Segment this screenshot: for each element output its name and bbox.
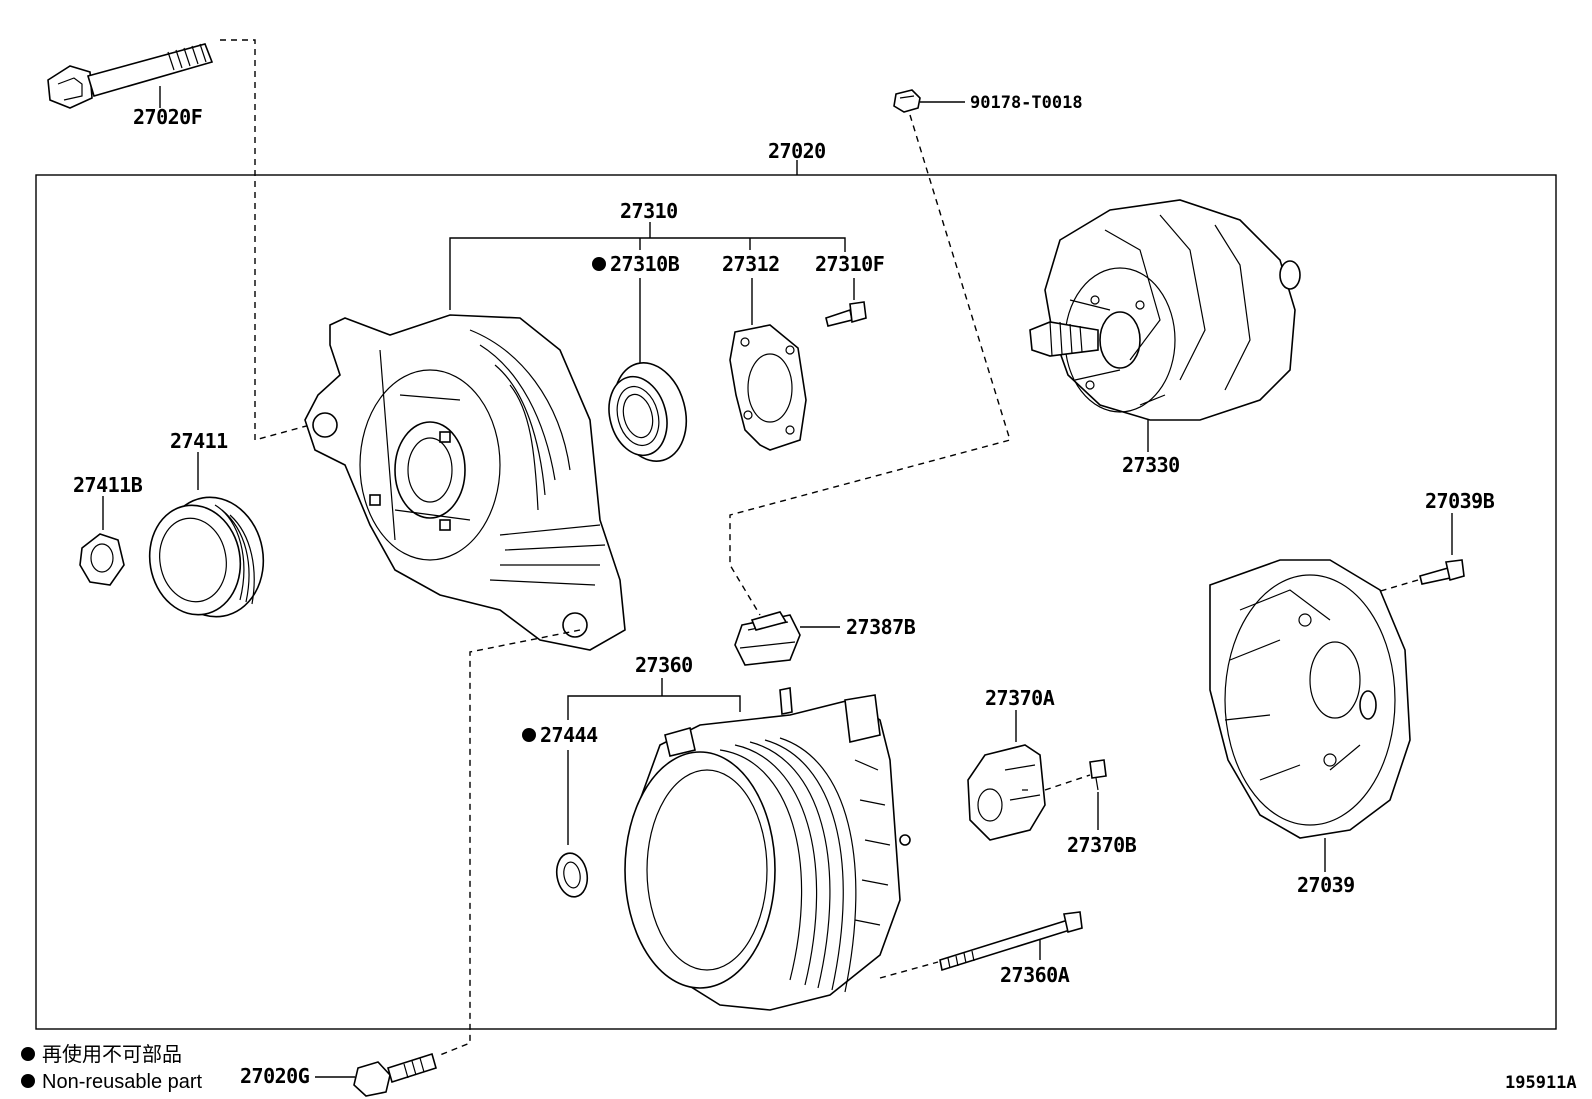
label-27039: 27039 (1297, 873, 1355, 897)
label-27312: 27312 (722, 252, 780, 276)
label-27411B: 27411B (73, 473, 143, 497)
label-27020: 27020 (768, 139, 826, 163)
label-27020F: 27020F (133, 105, 202, 129)
label-27387B: 27387B (846, 615, 916, 639)
legend-line-1: 再使用不可部品 (42, 1043, 182, 1066)
rear-end-frame-27360[interactable] (624, 687, 911, 1011)
label-27444: 27444 (540, 723, 598, 747)
assembly-frame (35, 174, 1557, 1030)
bolt-27020G[interactable] (353, 1052, 437, 1097)
screw-27310F[interactable] (825, 301, 867, 327)
screw-27370B[interactable] (1089, 759, 1107, 791)
legend-dot-2 (21, 1074, 35, 1088)
label-27310F: 27310F (815, 252, 884, 276)
label-27411: 27411 (170, 429, 228, 453)
pulley-27411[interactable] (141, 489, 273, 625)
label-27330: 27330 (1122, 453, 1180, 477)
label-27360: 27360 (635, 653, 693, 677)
label-27360A: 27360A (1000, 963, 1070, 987)
legend-line-2: Non-reusable part (42, 1071, 203, 1093)
retainer-plate-27312[interactable] (729, 324, 807, 451)
rotor-27330[interactable] (1029, 199, 1301, 421)
drive-end-frame-27310[interactable] (304, 314, 626, 651)
label-90178-T0018: 90178-T0018 (970, 93, 1083, 113)
bolt-27360A[interactable] (939, 911, 1083, 972)
label-27020G: 27020G (240, 1064, 310, 1088)
nut-90178-T0018[interactable] (893, 89, 921, 113)
rear-cover-27039[interactable] (1209, 559, 1411, 839)
label-27370B: 27370B (1067, 833, 1137, 857)
label-27370A: 27370A (985, 686, 1055, 710)
grommet-27387B[interactable] (734, 611, 801, 666)
brush-holder-27370A[interactable] (967, 744, 1046, 841)
nut-27411B[interactable] (79, 533, 125, 586)
bolt-27020F[interactable] (47, 43, 214, 109)
label-27310B: 27310B (610, 252, 680, 276)
non-reusable-dot-27310B (592, 257, 606, 271)
legend-dot-1 (21, 1047, 35, 1061)
label-27310: 27310 (620, 199, 678, 223)
label-27039B: 27039B (1425, 489, 1495, 513)
bearing-27310B[interactable] (601, 355, 697, 470)
bolt-27039B[interactable] (1419, 559, 1465, 585)
diagram-id: 195911A (1505, 1073, 1577, 1093)
seal-ring-27444[interactable] (553, 851, 590, 900)
non-reusable-dot-27444 (522, 728, 536, 742)
